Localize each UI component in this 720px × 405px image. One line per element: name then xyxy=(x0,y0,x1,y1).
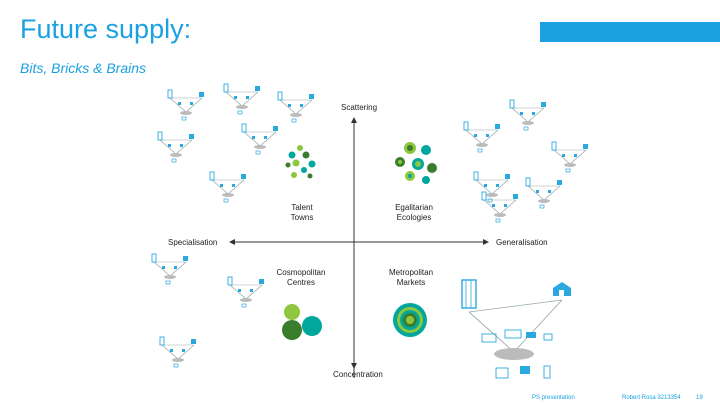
axis-label-bottom: Concentration xyxy=(333,370,383,379)
network-cluster-icon xyxy=(167,89,205,121)
network-cluster-icon xyxy=(159,336,197,368)
network-cluster-icon xyxy=(223,83,261,115)
network-cluster-icon xyxy=(525,177,563,209)
large-network-icon xyxy=(461,279,571,379)
network-cluster-icon xyxy=(473,171,511,203)
footer-author: Robert Rosa 3213354 xyxy=(622,395,681,401)
axis-label-right: Generalisation xyxy=(496,238,548,247)
quadrant-label-metropolitan-markets: Metropolitan Markets xyxy=(389,268,434,287)
network-cluster-icon xyxy=(227,276,265,308)
network-cluster-icon xyxy=(481,191,519,223)
page-title: Future supply: xyxy=(20,14,192,44)
network-cluster-icon xyxy=(551,141,589,173)
quadrant-label-egalitarian-ecologies: Egalitarian Ecologies xyxy=(395,203,433,222)
network-cluster-icon xyxy=(509,99,547,131)
network-cluster-icon xyxy=(209,171,247,203)
metropolitan-markets-rings-icon xyxy=(393,303,427,337)
egalitarian-ecologies-dots-icon xyxy=(395,142,437,184)
talent-towns-dots-icon xyxy=(285,145,316,179)
network-cluster-icon xyxy=(463,121,501,153)
footer-page-number: 19 xyxy=(696,395,703,401)
quadrant-label-talent-towns: Talent Towns xyxy=(290,203,314,222)
axis-label-left: Specialisation xyxy=(168,238,218,247)
cosmopolitan-centres-circles-icon xyxy=(282,304,322,340)
quadrant-label-cosmopolitan-centres: Cosmopolitan Centres xyxy=(276,268,326,287)
footer-presentation: PS presentation xyxy=(532,395,575,401)
network-cluster-icon xyxy=(151,253,189,285)
header-accent-bar xyxy=(540,22,720,42)
network-cluster-icon xyxy=(241,123,279,155)
axis-label-top: Scattering xyxy=(341,103,378,112)
page-subtitle: Bits, Bricks & Brains xyxy=(20,60,147,76)
network-cluster-icon xyxy=(157,131,195,163)
network-cluster-icon xyxy=(277,91,315,123)
